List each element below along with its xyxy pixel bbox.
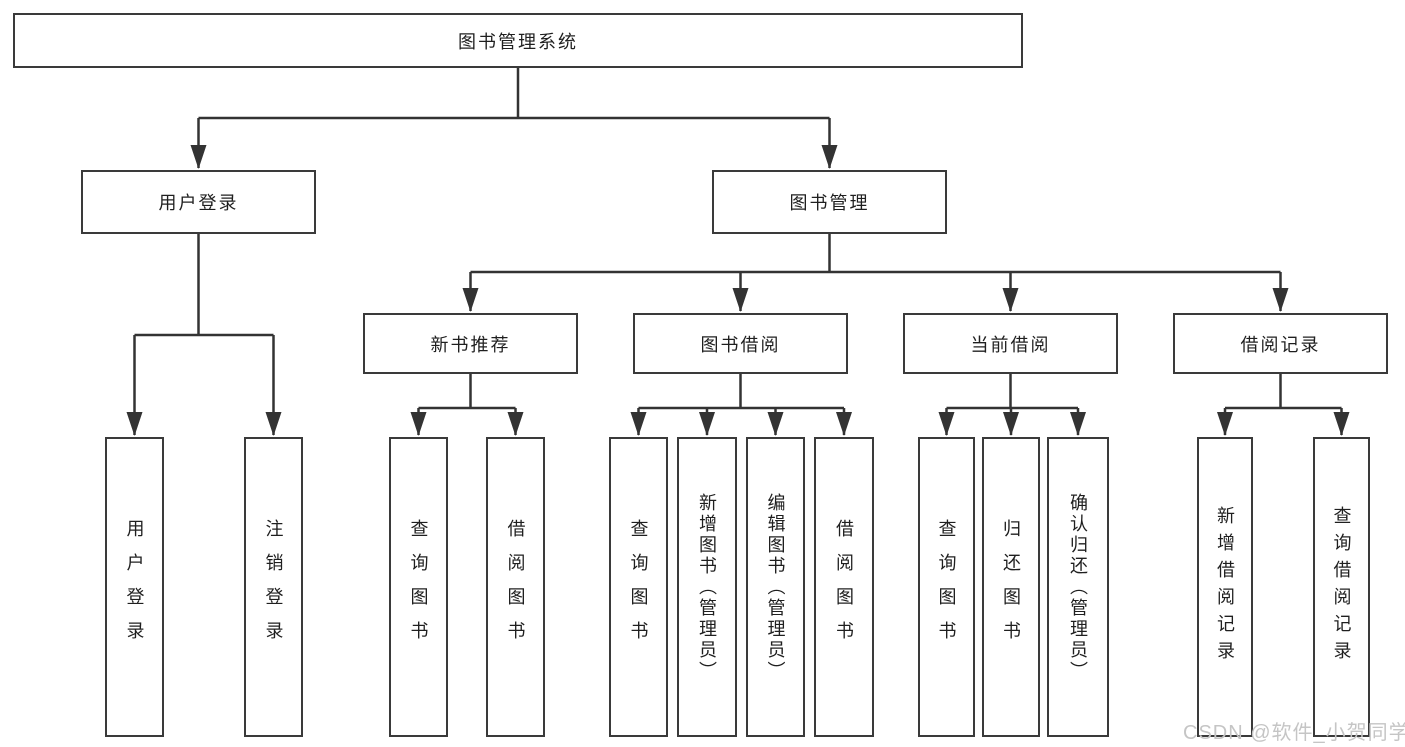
leaf-query-books-current: 查询图书 bbox=[918, 437, 975, 737]
node-book-borrow: 图书借阅 bbox=[633, 313, 848, 374]
leaf-borrow-books-recommend: 借阅图书 bbox=[486, 437, 545, 737]
watermark: CSDN @软件_小贺同学 bbox=[1183, 722, 1405, 744]
leaf-borrow-books: 借阅图书 bbox=[814, 437, 874, 737]
leaf-query-borrow-record: 查询借阅记录 bbox=[1313, 437, 1370, 737]
leaf-logout: 注销登录 bbox=[244, 437, 303, 737]
node-new-book-recommend: 新书推荐 bbox=[363, 313, 578, 374]
leaf-user-login: 用户登录 bbox=[105, 437, 164, 737]
leaf-edit-book-admin: 编辑图书（管理员） bbox=[746, 437, 805, 737]
leaf-confirm-return-admin: 确认归还（管理员） bbox=[1047, 437, 1109, 737]
node-current-borrow: 当前借阅 bbox=[903, 313, 1118, 374]
leaf-add-book-admin: 新增图书（管理员） bbox=[677, 437, 737, 737]
node-book-management: 图书管理 bbox=[712, 170, 947, 234]
leaf-add-borrow-record: 新增借阅记录 bbox=[1197, 437, 1253, 737]
node-user-login-label: 用户登录 bbox=[158, 193, 239, 213]
node-user-login: 用户登录 bbox=[81, 170, 316, 234]
node-borrow-records: 借阅记录 bbox=[1173, 313, 1388, 374]
node-book-management-label: 图书管理 bbox=[789, 193, 870, 213]
leaf-return-books: 归还图书 bbox=[982, 437, 1040, 737]
leaf-query-books-borrow: 查询图书 bbox=[609, 437, 668, 737]
node-root: 图书管理系统 bbox=[13, 13, 1023, 68]
leaf-query-books-recommend: 查询图书 bbox=[389, 437, 448, 737]
node-root-label: 图书管理系统 bbox=[458, 31, 578, 52]
